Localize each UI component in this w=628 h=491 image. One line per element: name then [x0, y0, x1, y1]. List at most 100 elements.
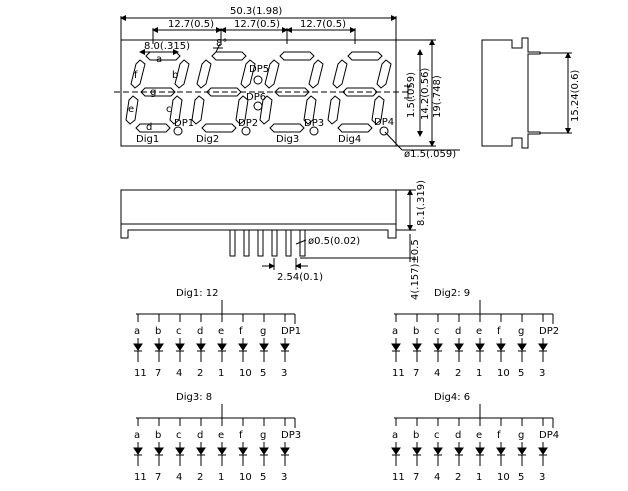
schematic-pin: 1: [476, 472, 482, 483]
schematic-seg-b: b: [413, 430, 419, 441]
digit-4-vseg-2: [327, 95, 341, 125]
schematic-pin: 2: [455, 368, 461, 379]
diode-icon: [475, 343, 485, 351]
digit-2-vseg-0: [196, 59, 212, 89]
diode-icon: [259, 343, 269, 351]
schematic-seg-d: d: [197, 430, 203, 441]
diode-icon: [496, 343, 506, 351]
dp1-label: DP1: [174, 118, 194, 129]
diode-icon: [412, 447, 422, 455]
dp4-circle: [379, 126, 389, 136]
diode-icon: [454, 447, 464, 455]
digit-3-vseg-3: [303, 95, 317, 125]
diode-icon: [391, 343, 401, 351]
side-depth-label: 15.24(0.6): [570, 70, 581, 122]
schematic-seg-b: b: [155, 326, 161, 337]
schematic-seg-c: c: [176, 430, 182, 441]
digit-4-vseg-1: [376, 59, 392, 89]
schematic-pin: 5: [518, 472, 524, 483]
pitch-label-3: 12.7(0.5): [300, 19, 346, 30]
digit-1-vseg-0: [130, 59, 146, 89]
diode-icon: [433, 447, 443, 455]
pin-3: [257, 229, 264, 257]
diode-icon: [175, 343, 185, 351]
schematic-pin: 4: [434, 472, 440, 483]
schematic-seg-d: d: [197, 326, 203, 337]
schematic-pin: 4: [434, 368, 440, 379]
digit-2-vseg-1: [240, 59, 256, 89]
diode-icon: [496, 447, 506, 455]
dp2-circle: [241, 126, 251, 136]
diode-icon: [475, 447, 485, 455]
schematic-seg-DP3: DP3: [281, 430, 301, 441]
digit-3-vseg-1: [308, 59, 324, 89]
schematic-pin: 5: [260, 472, 266, 483]
dig3-label: Dig3: [276, 134, 299, 145]
schematic-pin: 4: [176, 472, 182, 483]
schematic-pin: 11: [392, 368, 405, 379]
dp-markers: [173, 75, 389, 136]
dp5-label: DP5: [249, 64, 269, 75]
pitch-label-2: 12.7(0.5): [234, 19, 280, 30]
pitch-label-1: 12.7(0.5): [168, 19, 214, 30]
schematic-seg-DP2: DP2: [539, 326, 559, 337]
diode-icon: [154, 343, 164, 351]
schematic-pin: 11: [134, 472, 147, 483]
dp6-circle: [253, 101, 263, 111]
pin-dia-label: ø0.5(0.02): [308, 236, 360, 247]
diode-icon: [391, 447, 401, 455]
pin-pitch-label: 2.54(0.1): [277, 272, 323, 283]
seg-f-label: f: [134, 70, 138, 81]
schematic-pin: 4: [176, 368, 182, 379]
schematic-pin: 10: [497, 472, 510, 483]
digit-outlines: [125, 51, 392, 133]
digit-4: [327, 51, 392, 133]
dig4-label: Dig4: [338, 134, 361, 145]
schematic-seg-e: e: [476, 326, 482, 337]
digit-1-hseg-0: [145, 51, 181, 61]
digit-2-vseg-3: [235, 95, 249, 125]
digit-2: [191, 51, 256, 133]
pin-6: [299, 229, 306, 257]
dig1-label: Dig1: [136, 134, 159, 145]
bottom-view: [120, 189, 416, 270]
slant-label: 8°: [216, 38, 227, 49]
seg-c-label: c: [166, 104, 172, 115]
schematic-seg-a: a: [392, 326, 398, 337]
schematic-seg-f: f: [497, 430, 501, 441]
digit-1-hseg-1: [140, 87, 176, 97]
digit-2-vseg-2: [191, 95, 205, 125]
dp4-label: DP4: [374, 117, 394, 128]
schematic-seg-g: g: [518, 326, 524, 337]
diode-icon: [196, 343, 206, 351]
schematic-title: Dig1: 12: [176, 288, 218, 299]
digit-1-vseg-2: [125, 95, 139, 125]
schematic-pin: 7: [413, 472, 419, 483]
seg-d-label: d: [146, 122, 152, 133]
schematic-pin: 7: [155, 368, 161, 379]
dp-hole-label: ø1.5(.059): [404, 149, 456, 160]
schematic-seg-c: c: [434, 326, 440, 337]
schematic-pin: 3: [539, 472, 545, 483]
pin-4: [271, 229, 278, 257]
schematic-pin: 1: [218, 472, 224, 483]
diode-icon: [154, 447, 164, 455]
schematic-seg-e: e: [218, 430, 224, 441]
diode-icon: [259, 447, 269, 455]
digit-1-vseg-3: [169, 95, 183, 125]
diode-icon: [238, 343, 248, 351]
digit-4-vseg-0: [332, 59, 348, 89]
diode-icon: [454, 343, 464, 351]
schematic-pin: 2: [455, 472, 461, 483]
display-body: [120, 39, 397, 147]
schematic-seg-a: a: [134, 326, 140, 337]
pin-5: [285, 229, 292, 257]
schematic-seg-e: e: [476, 430, 482, 441]
schematic-pin: 3: [281, 472, 287, 483]
diode-icon: [280, 343, 290, 351]
schematic-seg-e: e: [218, 326, 224, 337]
dp3-circle: [309, 126, 319, 136]
